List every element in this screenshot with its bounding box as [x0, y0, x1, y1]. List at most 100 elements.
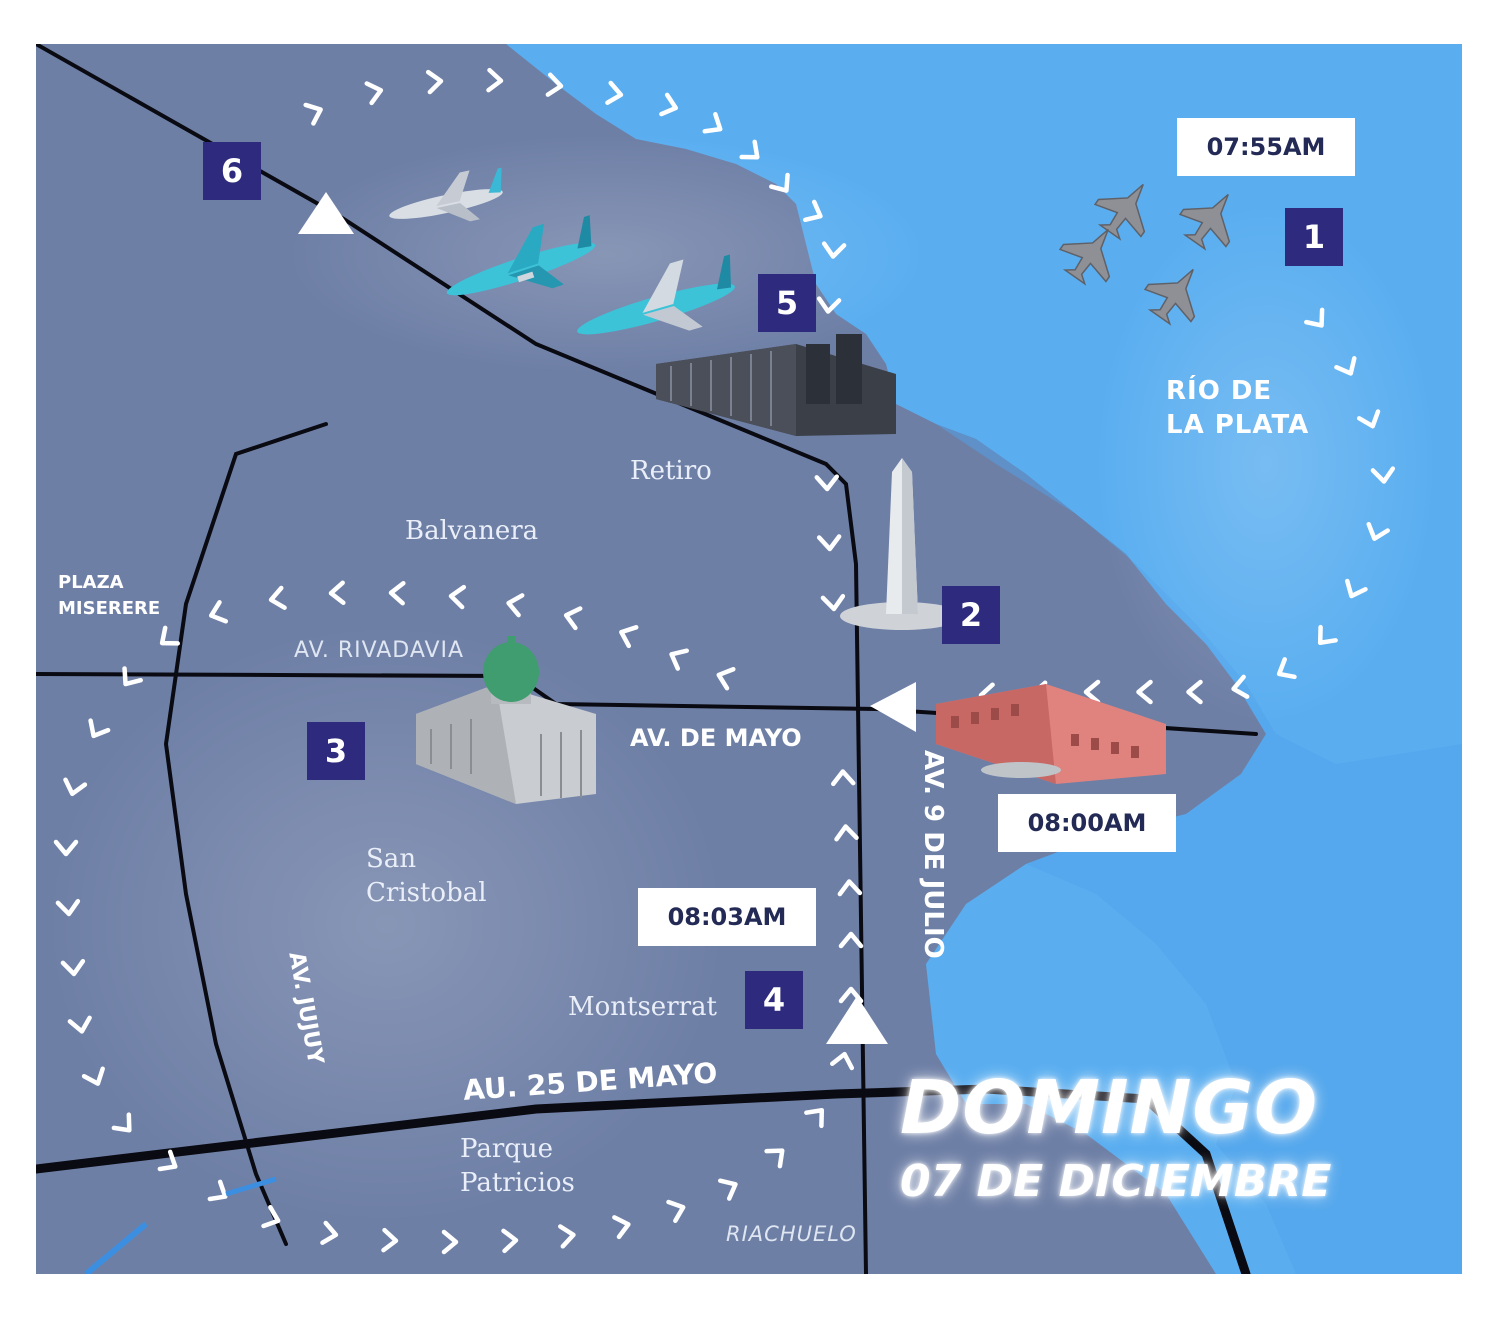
- obelisk-icon: [840, 458, 964, 630]
- route-chevron: [666, 1199, 686, 1224]
- route-chevron: [1317, 624, 1338, 646]
- route-chevron: [816, 534, 842, 552]
- route-chevron: [605, 80, 624, 105]
- glow-loop-1: [1096, 204, 1436, 724]
- route-chevron: [303, 102, 323, 126]
- av-jujuy-road: [163, 422, 328, 1246]
- waypoint-marker-1: 1: [1285, 208, 1343, 266]
- route-chevron: [441, 1229, 459, 1255]
- label-san-cristobal: San Cristobal: [366, 842, 487, 910]
- airliner-blue-icon-2: [577, 254, 735, 335]
- route-chevron: [67, 1015, 92, 1034]
- title-date: 07 DE DICIEMBRE: [900, 1156, 1332, 1207]
- label-parque-patricios: Parque Patricios: [460, 1132, 575, 1200]
- route-chevron: [563, 606, 583, 631]
- label-retiro: Retiro: [630, 456, 712, 486]
- route-chevron: [838, 931, 864, 949]
- route-chevron: [739, 139, 760, 160]
- route-chevron: [837, 879, 863, 897]
- route-chevron: [425, 69, 444, 95]
- airliner-blue-icon: [446, 215, 596, 296]
- route-chevron: [111, 1112, 132, 1133]
- route-chevron: [1334, 356, 1357, 376]
- glow-loop-3: [46, 624, 726, 1224]
- route-chevron: [60, 958, 86, 977]
- label-rio-de-la-plata: RÍO DE LA PLATA: [1166, 374, 1309, 442]
- route-chevron: [1366, 521, 1390, 541]
- route-chevron: [388, 580, 406, 606]
- route-chevron: [769, 172, 790, 193]
- label-san-cristobal-line1: San: [366, 844, 417, 874]
- map-base: [36, 44, 1462, 1274]
- label-montserrat: Montserrat: [568, 992, 718, 1022]
- label-balvanera: Balvanera: [405, 516, 539, 546]
- label-rio-line2: LA PLATA: [1166, 410, 1310, 440]
- route-chevron: [506, 593, 525, 618]
- route-chevron: [88, 718, 111, 739]
- route-chevron: [1345, 578, 1368, 599]
- route-chevron: [381, 1227, 399, 1253]
- label-av-9-de-julio: AV. 9 DE JULIO: [918, 750, 948, 959]
- route-chevron: [821, 241, 847, 259]
- time-label-0800: 08:00AM: [998, 794, 1176, 852]
- route-chevron: [1136, 679, 1153, 705]
- route-chevron: [702, 112, 723, 134]
- route-chevron: [1356, 409, 1381, 429]
- route-chevron: [814, 474, 840, 492]
- riachuelo-streak-2: [225, 1176, 277, 1197]
- label-san-cristobal-line2: Cristobal: [366, 878, 487, 908]
- waypoint-marker-2: 2: [942, 586, 1000, 644]
- label-plaza-miserere-line1: PLAZA: [58, 572, 124, 593]
- route-chevron: [716, 666, 736, 691]
- au-25-de-mayo-road: [36, 1084, 1251, 1274]
- route-chevron: [501, 1228, 519, 1254]
- fighter-jets-icon: [1058, 183, 1231, 326]
- label-rio-line1: RÍO DE: [1166, 376, 1273, 406]
- route-chevron: [1276, 657, 1297, 680]
- route-chevron: [207, 1179, 228, 1202]
- label-av-de-mayo: AV. DE MAYO: [630, 724, 802, 752]
- label-parque-patricios-line2: Patricios: [460, 1168, 575, 1198]
- waypoint-marker-3: 3: [307, 722, 365, 780]
- route-chevron: [1186, 679, 1203, 705]
- route-chevron: [669, 648, 689, 671]
- route-chevron: [1304, 307, 1325, 328]
- route-chevron: [63, 777, 88, 797]
- casa-rosada-icon: [936, 684, 1166, 784]
- label-plaza-miserere-line2: MISERERE: [58, 598, 161, 619]
- route-chevron: [486, 67, 504, 93]
- retiro-station-icon: [656, 334, 896, 436]
- route-chevron: [838, 986, 864, 1004]
- direction-arrow-4: [826, 996, 888, 1044]
- route-chevron: [268, 585, 287, 610]
- route-chevron: [545, 72, 564, 97]
- airliner-silver-icon: [389, 167, 503, 222]
- direction-arrow-2: [870, 682, 916, 732]
- route-chevron: [1370, 466, 1396, 484]
- route-chevron: [803, 199, 823, 223]
- direction-arrow-6: [298, 192, 354, 234]
- route-chevron: [659, 92, 679, 117]
- time-label-0755: 07:55AM: [1177, 118, 1355, 176]
- route-chevron: [1231, 674, 1250, 699]
- waypoint-marker-4: 4: [745, 971, 803, 1029]
- route-chevron: [328, 580, 346, 606]
- route-chevron: [55, 898, 81, 917]
- waypoint-marker-6: 6: [203, 142, 261, 200]
- route-chevron: [718, 1178, 738, 1201]
- route-chevron: [320, 1220, 339, 1245]
- route-chevron: [364, 81, 384, 106]
- route-chevron: [831, 769, 856, 787]
- route-chevron: [816, 296, 842, 314]
- route-chevron: [53, 839, 79, 857]
- route-chevron: [834, 824, 859, 842]
- water-shade: [936, 424, 1462, 1274]
- route-chevron: [122, 666, 143, 687]
- label-plaza-miserere: PLAZA MISERERE: [58, 570, 160, 622]
- route-chevron: [81, 1066, 105, 1086]
- route-chevron: [612, 1215, 631, 1240]
- waypoint-marker-5: 5: [758, 274, 816, 332]
- route-chevron: [820, 593, 846, 612]
- route-chevron: [157, 1149, 178, 1172]
- congress-building-icon: [416, 636, 596, 804]
